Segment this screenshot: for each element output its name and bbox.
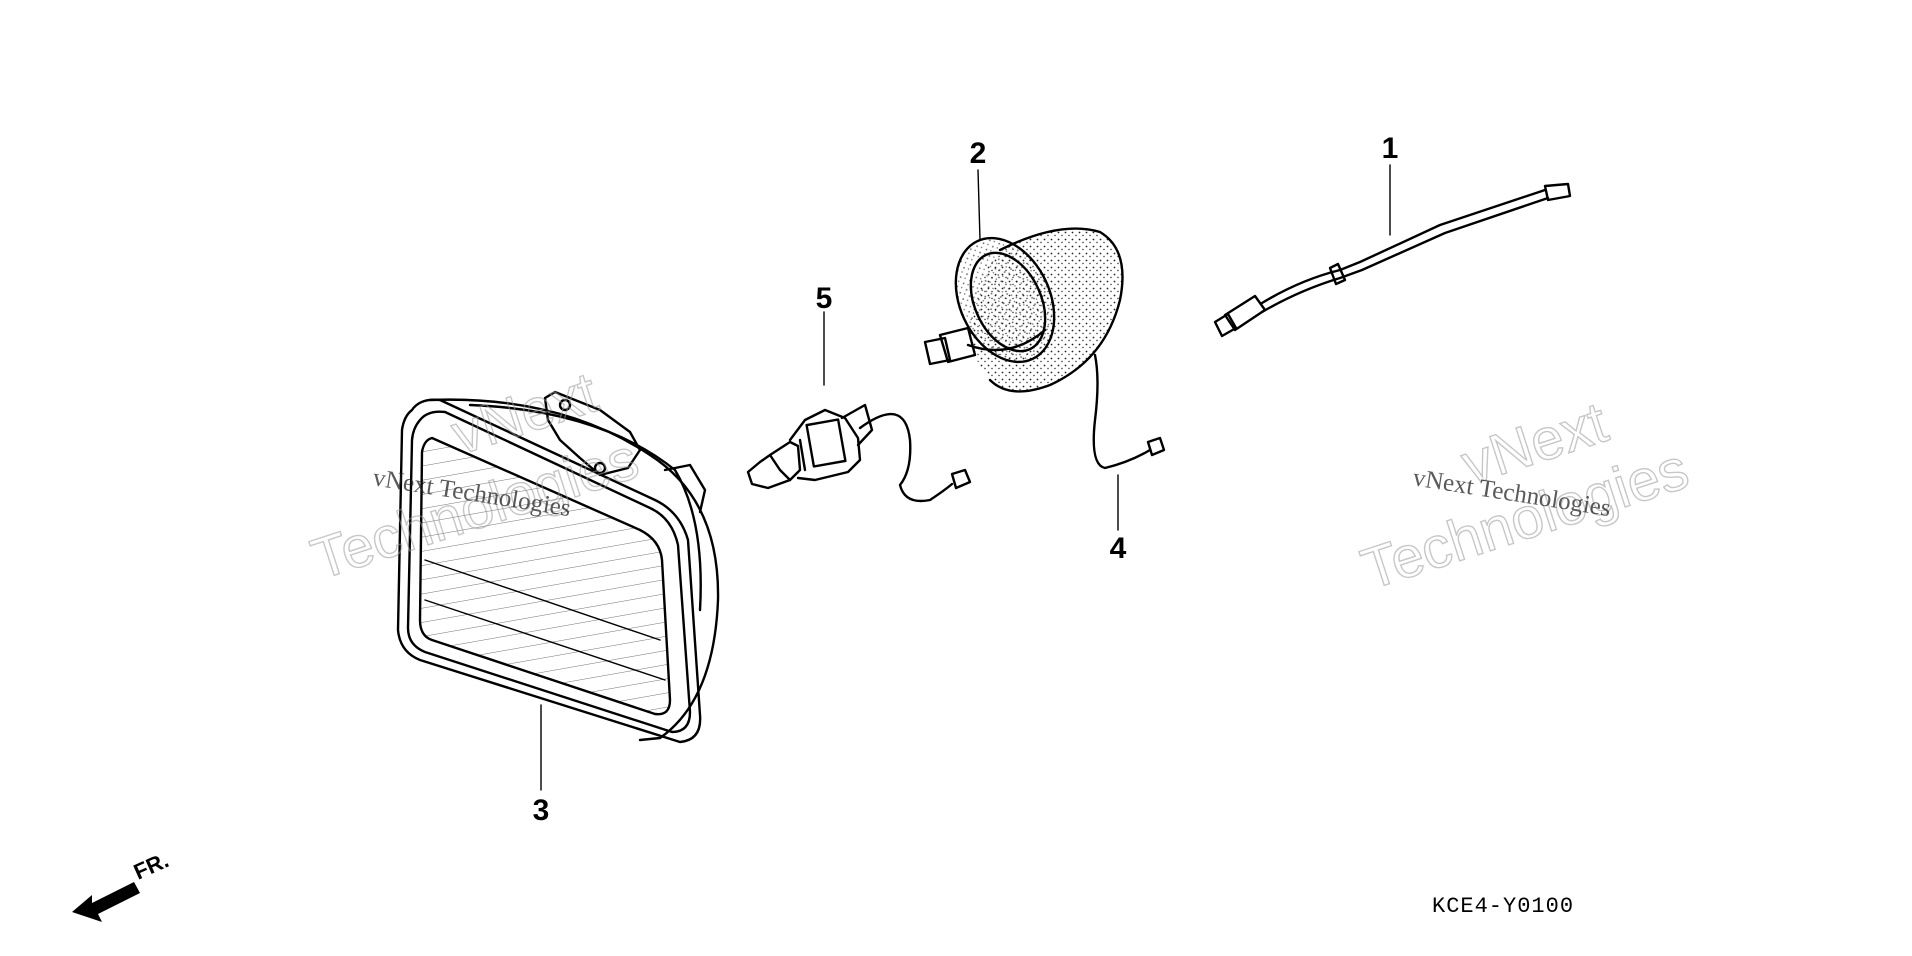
watermark-right: vNext Technologies vNext Technologies [1353, 389, 1696, 603]
diagram-code: KCE4-Y0100 [1432, 894, 1574, 919]
dust-cover [923, 169, 1124, 393]
callout-4: 4 [1110, 532, 1127, 565]
callout-3: 3 [533, 794, 550, 827]
direction-label: FR. [130, 847, 173, 884]
sub-harness [1213, 164, 1572, 338]
headlight-unit [396, 390, 720, 791]
callout-5: 5 [816, 282, 833, 315]
front-direction-arrow-icon [72, 882, 140, 922]
callout-1: 1 [1382, 132, 1399, 165]
cover-wire [1092, 353, 1166, 531]
callout-2: 2 [970, 137, 987, 170]
callout-2-leader [977, 169, 981, 241]
bulb-socket [746, 311, 972, 503]
